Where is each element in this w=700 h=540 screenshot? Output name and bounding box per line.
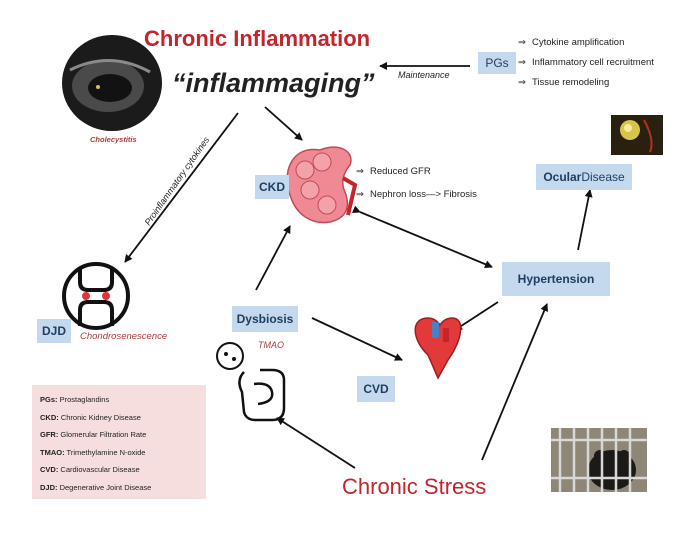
- chondrosenescence-caption: Chondrosenescence: [80, 331, 168, 342]
- maintenance-label: Maintenance: [398, 70, 450, 80]
- cholecystitis-caption: Cholecystitis: [90, 135, 137, 144]
- ocular-bold-label: Ocular: [543, 170, 582, 184]
- pgs-effects-list: ⇒Cytokine amplification ⇒Inflammatory ce…: [518, 33, 654, 93]
- ckd-effect-item: ⇒Nephron loss—> Fibrosis: [356, 189, 477, 200]
- cvd-box: CVD: [357, 376, 395, 402]
- tmao-caption: TMAO: [258, 340, 284, 350]
- hypertension-to-cvd-arrow: [454, 301, 499, 331]
- legend-item: DJD: Degenerative Joint Disease: [40, 482, 152, 492]
- stress-to-hypertension-arrow: [481, 303, 548, 461]
- pgs-effect-item: ⇒Inflammatory cell recruitment: [518, 57, 654, 68]
- caged-bear-image: [551, 428, 647, 492]
- pgs-effect-item: ⇒Cytokine amplification: [518, 37, 625, 48]
- ocular-disease-box: Ocular Disease: [536, 164, 632, 190]
- bullet-arrow-icon: ⇒: [356, 189, 364, 200]
- gut-icon: [216, 342, 286, 422]
- proinflammatory-arrow: [124, 112, 239, 263]
- eye-image: [611, 115, 663, 155]
- ckd-effects-list: ⇒Reduced GFR ⇒Nephron loss—> Fibrosis: [356, 160, 477, 206]
- djd-box: DJD: [37, 319, 71, 343]
- main-title: Chronic Inflammation: [144, 26, 371, 51]
- bullet-arrow-icon: ⇒: [518, 77, 526, 88]
- legend-item: TMAO: Trimethylamine N-oxide: [40, 447, 146, 457]
- bullet-arrow-icon: ⇒: [518, 57, 526, 68]
- legend-item: CVD: Cardiovascular Disease: [40, 465, 140, 474]
- joint-icon: [62, 262, 130, 330]
- ocular-rest-label: Disease: [581, 170, 625, 184]
- dysbiosis-to-ckd-arrow: [255, 225, 291, 291]
- hypertension-to-ocular-arrow: [577, 189, 593, 251]
- legend-item: GFR: Glomerular Filtration Rate: [40, 430, 147, 439]
- ckd-box: CKD: [255, 175, 289, 199]
- heart-icon: [414, 317, 462, 380]
- dysbiosis-to-cvd-arrow: [311, 317, 403, 361]
- chronic-stress-label: Chronic Stress: [342, 474, 487, 499]
- bullet-arrow-icon: ⇒: [518, 37, 526, 48]
- stress-to-gut-arrow: [276, 417, 356, 469]
- inflammation-to-ckd-arrow: [264, 106, 303, 141]
- ckd-effect-item: ⇒Reduced GFR: [356, 166, 431, 177]
- inflammaging-label: “inflammaging”: [172, 68, 375, 98]
- legend-item: PGs: Prostaglandins: [40, 395, 110, 404]
- pgs-box: PGs: [478, 52, 516, 74]
- dysbiosis-box: Dysbiosis: [232, 306, 298, 332]
- pgs-effect-item: ⇒Tissue remodeling: [518, 77, 610, 88]
- bullet-arrow-icon: ⇒: [356, 166, 364, 177]
- kidney-icon: [286, 146, 358, 224]
- ckd-hypertension-arrow: [352, 205, 493, 268]
- ultrasound-image: [62, 35, 162, 131]
- hypertension-box: Hypertension: [502, 262, 610, 296]
- abbreviation-legend: PGs: Prostaglandins CKD: Chronic Kidney …: [32, 385, 206, 499]
- legend-item: CKD: Chronic Kidney Disease: [40, 412, 141, 422]
